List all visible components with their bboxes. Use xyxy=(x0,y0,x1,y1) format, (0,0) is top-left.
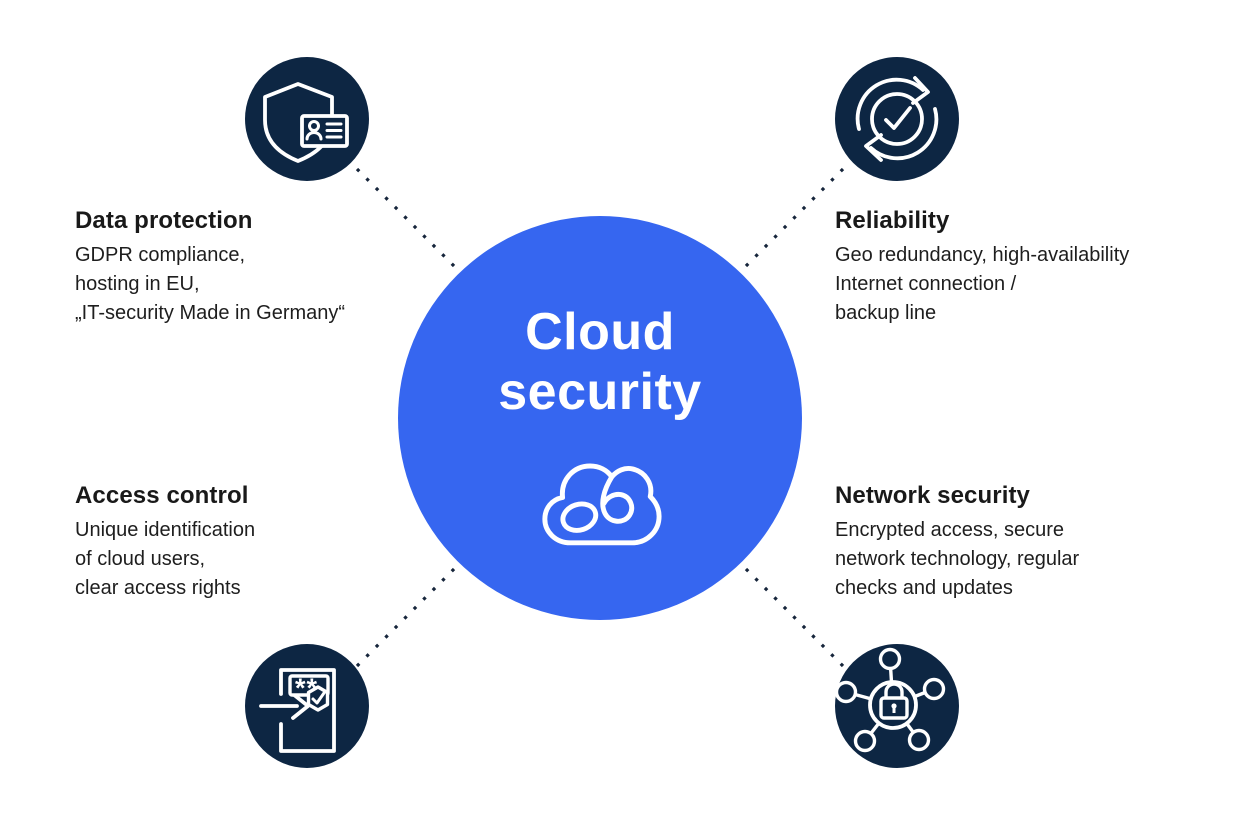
center-title-line2: security xyxy=(498,363,702,421)
center-title: Cloud security xyxy=(498,302,701,422)
section-line: clear access rights xyxy=(75,577,241,599)
section-line: backup line xyxy=(835,302,937,324)
section-title: Network security xyxy=(835,482,1031,509)
reliability-badge xyxy=(835,57,959,181)
data-protection-badge xyxy=(245,57,369,181)
section-line: Internet connection / xyxy=(835,273,1017,295)
section-network-security: Network security Encrypted access, secur… xyxy=(835,480,1195,603)
section-title: Reliability xyxy=(835,207,950,234)
network-lock-icon xyxy=(835,647,946,753)
center-circle: Cloud security xyxy=(398,216,802,620)
section-reliability: Reliability Geo redundancy, high-availab… xyxy=(835,205,1195,328)
section-line: „IT-security Made in Germany“ xyxy=(75,302,346,324)
section-access-control: Access control Unique identification of … xyxy=(75,480,415,603)
network-lock-badge xyxy=(835,644,959,768)
section-line: Unique identification xyxy=(75,519,256,541)
section-line: checks and updates xyxy=(835,577,1013,599)
sync-check-icon xyxy=(855,76,939,162)
section-line: GDPR compliance, xyxy=(75,244,246,266)
center-title-line1: Cloud xyxy=(525,303,675,361)
section-line: of cloud users, xyxy=(75,548,206,570)
connector-top-right xyxy=(742,167,845,270)
access-control-badge: ** xyxy=(245,644,369,768)
section-line: hosting in EU, xyxy=(75,273,200,295)
cloud-logo-icon xyxy=(542,463,662,546)
login-password-icon: ** xyxy=(259,668,336,753)
section-data-protection: Data protection GDPR compliance, hosting… xyxy=(75,205,415,328)
shield-id-card-icon xyxy=(263,82,349,163)
section-line: Geo redundancy, high-availability xyxy=(835,244,1130,266)
connector-bottom-right xyxy=(742,565,845,668)
section-line: network technology, regular xyxy=(835,548,1080,570)
section-line: Encrypted access, secure xyxy=(835,519,1064,541)
section-title: Access control xyxy=(75,482,249,509)
section-title: Data protection xyxy=(75,207,253,234)
